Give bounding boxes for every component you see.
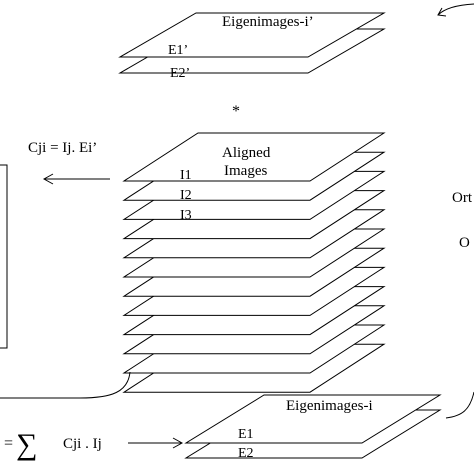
top-stack-layer-label: E2’ <box>170 66 190 81</box>
bottom-stack-layer-label: E1 <box>238 427 254 442</box>
aligned-image-layer-label: I2 <box>180 188 192 203</box>
top-eigenimage-plane-1 <box>118 12 386 58</box>
sum-formula-prefix: = <box>4 435 13 452</box>
aligned-image-plane <box>122 132 386 182</box>
aligned-images-title-line2: Images <box>224 163 267 179</box>
right-top-curve-arrowhead <box>437 7 447 17</box>
bottom-arrow <box>128 437 184 449</box>
curved-connector <box>0 371 131 399</box>
sum-sigma-symbol: ∑ <box>16 428 37 461</box>
sum-formula-body: Cji . Ij <box>63 436 102 452</box>
top-eigenimage-stack: Eigenimages-i’ E1’ E2’ <box>118 12 386 81</box>
left-arrow <box>42 173 110 185</box>
right-top-curve <box>437 3 474 16</box>
aligned-image-layer-label: I3 <box>180 208 192 223</box>
multiply-operator-symbol: * <box>232 103 240 120</box>
coefficient-formula: Cji = Ij. Ei’ <box>28 140 97 156</box>
right-text-line1: Ort <box>452 190 473 206</box>
bottom-eigenimage-stack: Eigenimages-i E1 E2 <box>184 394 442 461</box>
aligned-images-labels: Aligned Images I1 I2 I3 <box>180 145 271 223</box>
bottom-stack-layer-label: E2 <box>238 446 254 461</box>
aligned-images-title-line1: Aligned <box>222 145 271 161</box>
top-stack-title: Eigenimages-i’ <box>222 14 314 30</box>
aligned-image-layer-label: I1 <box>180 168 192 183</box>
top-stack-layer-label: E1’ <box>168 43 188 58</box>
right-text-line2: O <box>459 235 470 251</box>
right-bottom-curve <box>445 391 474 419</box>
bottom-eigenimage-plane-1 <box>184 394 442 444</box>
bottom-stack-title: Eigenimages-i <box>286 398 373 414</box>
left-bracket-box <box>0 164 8 349</box>
aligned-images-stack <box>122 132 386 393</box>
